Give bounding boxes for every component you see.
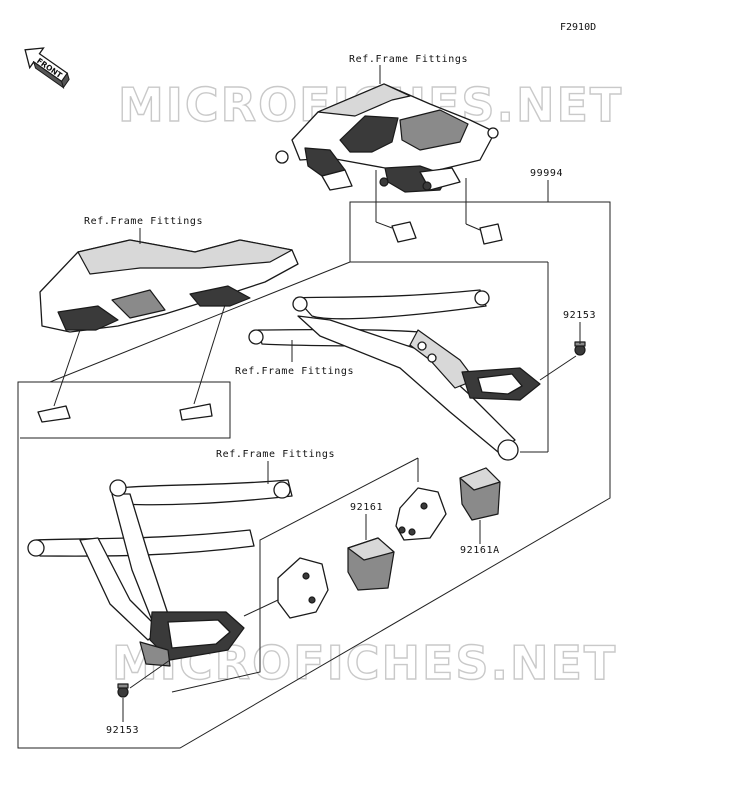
part-92153-left-label: 92153 [106,725,139,736]
part-92161-label: 92161 [350,502,383,513]
bolt-left-icon [117,683,129,698]
ref-label-bottom: Ref.Frame Fittings [216,449,335,460]
cover-cap-92161 [347,537,395,591]
part-92161A-label: 92161A [460,545,500,556]
ref-label-top: Ref.Frame Fittings [349,54,468,65]
right-guard-frame [248,289,541,461]
part-99994-label: 99994 [530,168,563,179]
left-fender-fitting [39,239,299,333]
ref-label-middle: Ref.Frame Fittings [235,366,354,377]
pad-top-left [391,221,417,243]
part-92153-right-label: 92153 [563,310,596,321]
mount-plate-left [277,557,329,619]
pad-left-2 [179,403,213,421]
pad-left-1 [37,405,71,423]
front-arrow-icon: FRONT [24,47,70,89]
mount-plate-right [395,487,447,541]
cover-cap-92161A [459,467,501,521]
figure-code: F2910D [560,22,596,33]
left-guard-frame [27,479,293,667]
top-frame-bracket [275,83,499,193]
ref-label-left: Ref.Frame Fittings [84,216,203,227]
pad-top-right [479,223,503,245]
